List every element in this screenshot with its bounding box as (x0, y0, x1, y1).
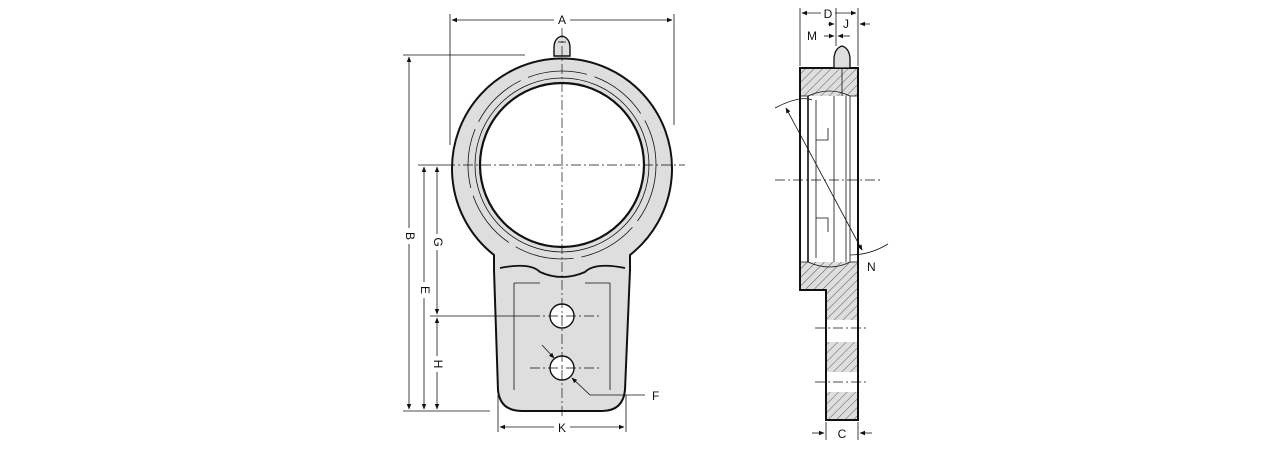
dim-label-c: C (838, 427, 847, 441)
side-view (775, 45, 880, 421)
side-dimensions: D J M C N (774, 5, 889, 441)
front-dimensions: A B E G H K F (401, 10, 675, 435)
dim-label-a: A (558, 13, 566, 27)
dim-label-b: B (403, 232, 417, 240)
dim-label-e: E (418, 286, 432, 294)
dim-label-n: N (867, 260, 876, 274)
dim-label-h: H (431, 360, 445, 369)
front-view (445, 28, 685, 430)
dim-label-m: M (807, 29, 817, 43)
dim-label-k: K (558, 421, 566, 435)
side-outline (799, 67, 859, 421)
dim-label-j: J (843, 17, 849, 31)
grease-nipple-side (833, 45, 851, 69)
dim-label-g: G (431, 237, 445, 246)
dim-label-d: D (824, 7, 833, 21)
dim-label-f: F (652, 389, 659, 403)
